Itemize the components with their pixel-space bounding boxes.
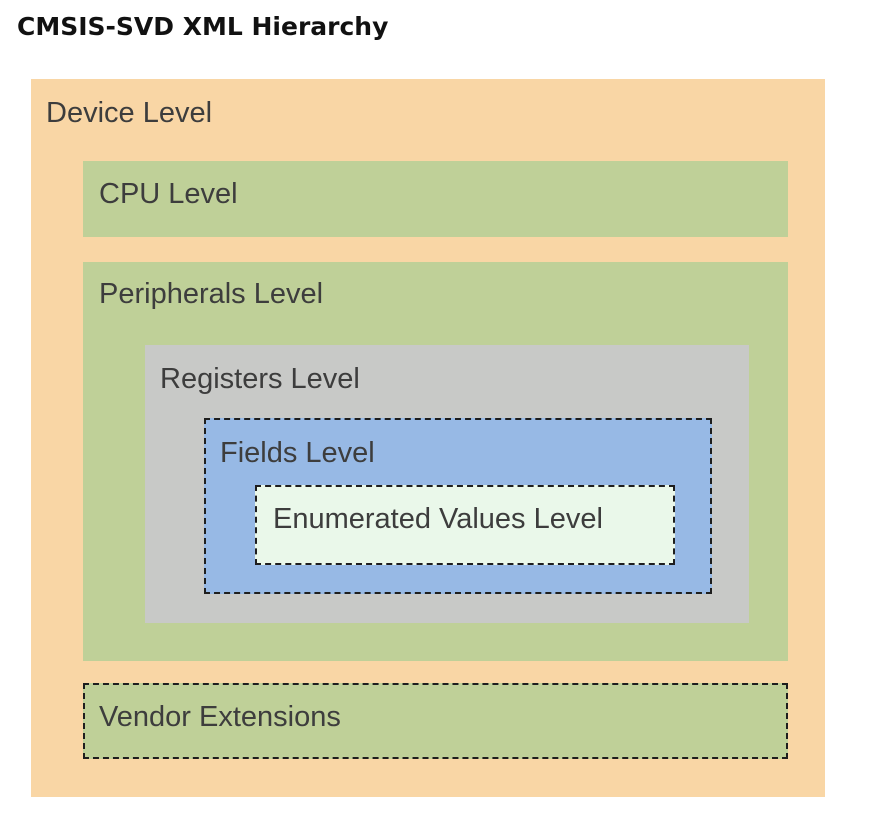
registers-level-label: Registers Level bbox=[160, 363, 360, 395]
cpu-level-label: CPU Level bbox=[99, 178, 238, 210]
device-level-label: Device Level bbox=[46, 97, 213, 129]
enumerated-values-level-label: Enumerated Values Level bbox=[273, 503, 603, 535]
fields-level-label: Fields Level bbox=[220, 437, 375, 469]
vendor-extensions-box bbox=[83, 683, 788, 759]
vendor-extensions-label: Vendor Extensions bbox=[99, 701, 341, 733]
diagram-title: CMSIS-SVD XML Hierarchy bbox=[17, 12, 389, 41]
cpu-level-box bbox=[83, 161, 788, 237]
peripherals-level-label: Peripherals Level bbox=[99, 278, 324, 310]
enumerated-values-level-box bbox=[255, 485, 675, 565]
